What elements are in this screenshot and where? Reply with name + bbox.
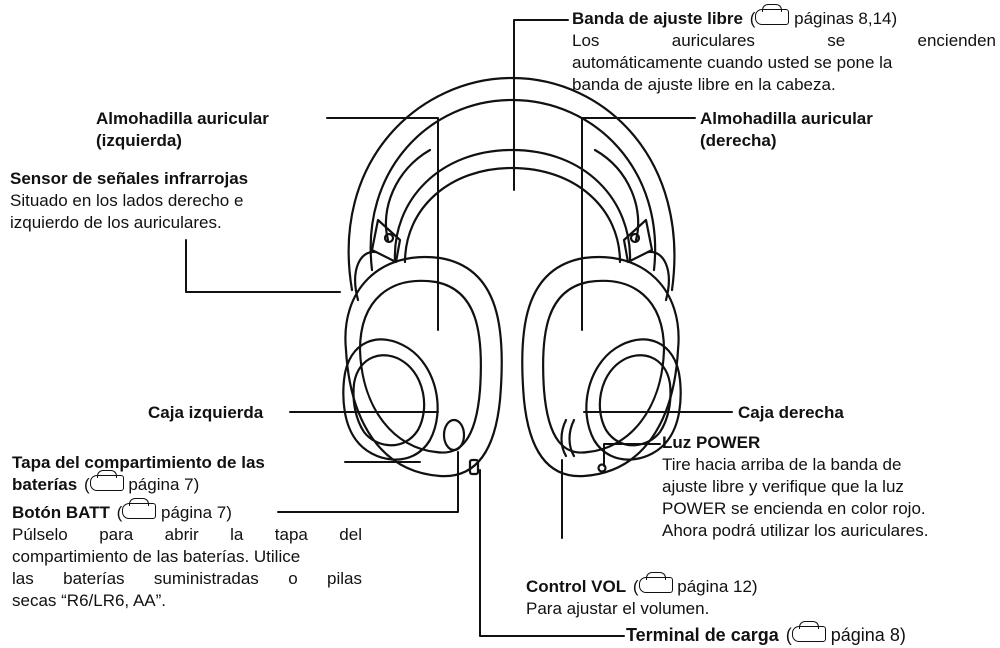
reference-hand-icon bbox=[755, 4, 790, 25]
reference-hand-icon bbox=[122, 498, 157, 519]
band-ref: ( páginas 8,14) bbox=[749, 4, 898, 28]
reference-hand-icon bbox=[791, 621, 826, 642]
charge-ref: ( página 8) bbox=[785, 621, 906, 645]
band-title: Banda de ajuste libre bbox=[572, 9, 743, 28]
battery-cover-ref: ( página 7) bbox=[83, 470, 200, 494]
left-pad-label: Almohadilla auricular (izquierda) bbox=[96, 109, 269, 150]
batt-ref: ( página 7) bbox=[116, 498, 232, 522]
ir-sensor-label: Sensor de señales infrarrojas Situado en… bbox=[10, 169, 249, 232]
left-case-label: Caja izquierda bbox=[148, 403, 264, 422]
reference-hand-icon bbox=[89, 470, 124, 491]
band-desc-line-1: Los auriculares se encienden bbox=[572, 31, 996, 50]
right-pad-label: Almohadilla auricular (derecha) bbox=[700, 109, 873, 150]
band-label: Banda de ajuste libre ( páginas 8,14) Lo… bbox=[572, 4, 996, 96]
battery-cover-label: Tapa del compartimiento de las baterías … bbox=[12, 453, 265, 494]
band-desc-line-3: banda de ajuste libre en la cabeza. bbox=[572, 75, 836, 94]
batt-button-label: Botón BATT ( página 7) Púlselo para abri… bbox=[12, 498, 362, 610]
right-case-label: Caja derecha bbox=[738, 403, 844, 422]
vol-ref: ( página 12) bbox=[632, 572, 758, 596]
band-desc-line-2: automáticamente cuando usted se pone la bbox=[572, 53, 893, 72]
power-light-label: Luz POWER Tire hacia arriba de la banda … bbox=[662, 433, 929, 540]
vol-control-label: Control VOL ( página 12) Para ajustar el… bbox=[526, 572, 758, 618]
charge-terminal-label: Terminal de carga ( página 8) bbox=[626, 621, 906, 645]
reference-hand-icon bbox=[638, 572, 673, 593]
